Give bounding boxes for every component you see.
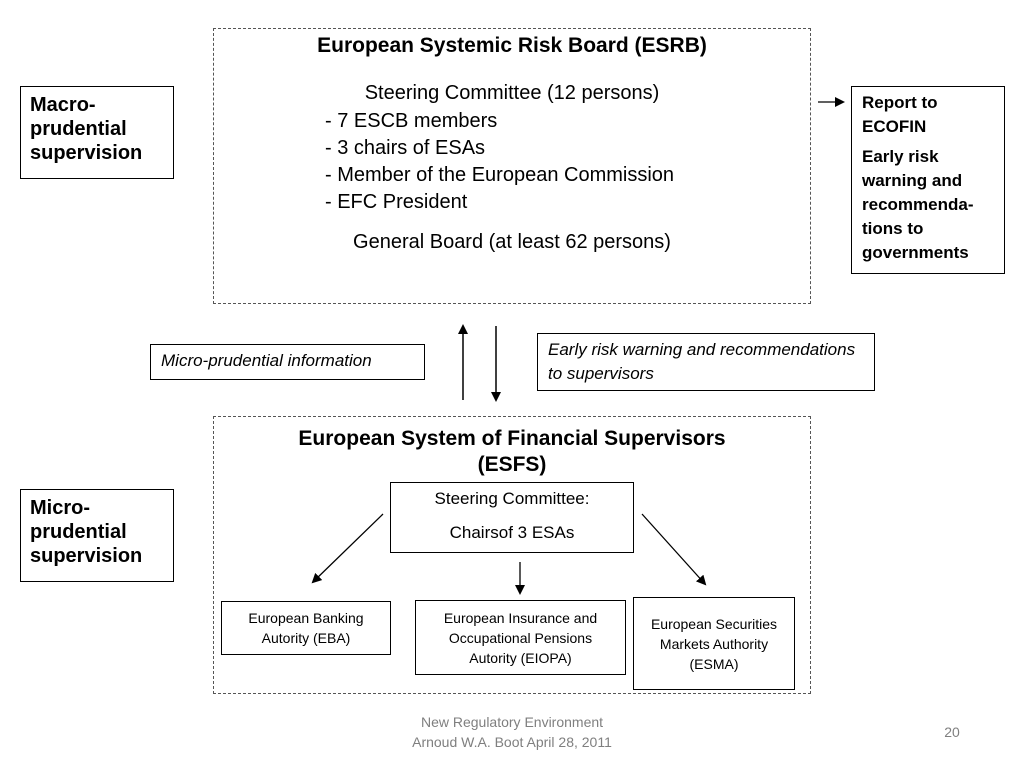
esrb-general-board: General Board (at least 62 persons) [353, 231, 671, 253]
footer-author-date: Arnoud W.A. Boot April 28, 2011 [412, 734, 612, 750]
member-item: - 3 chairs of ESAs [325, 137, 486, 159]
report-early-warning: Early risk warning and recommenda-tions … [862, 147, 974, 262]
esrb-box [213, 28, 811, 304]
arrow-to-eba [311, 513, 384, 584]
report-ecofin: Report to ECOFIN [862, 93, 938, 136]
micro-prudential-label: Micro- prudential supervision [20, 489, 174, 582]
micro-label-line: prudential [30, 521, 127, 543]
page-number: 20 [944, 724, 960, 740]
esfs-box [213, 416, 811, 694]
esrb-steering-title: Steering Committee (12 persons) [364, 82, 660, 104]
esfs-title-line: European System of Financial Supervisors [298, 427, 726, 450]
member-item: - EFC President [325, 191, 468, 213]
eba-box: European Banking Autority (EBA) [221, 601, 391, 655]
esfs-steering-chairs: Chairsof 3 ESAs [449, 523, 575, 542]
eiopa-box: European Insurance and Occupational Pens… [415, 600, 626, 675]
esrb-title: European Systemic Risk Board (ESRB) [317, 34, 707, 57]
eba-label: European Banking Autority (EBA) [248, 610, 364, 646]
macro-label-line: prudential [30, 118, 127, 140]
macro-label-line: Macro- [30, 94, 96, 116]
report-box: Report to ECOFIN Early risk warning and … [851, 86, 1005, 274]
arrow-to-esma [641, 513, 707, 586]
member-item: - 7 ESCB members [325, 110, 498, 132]
micro-label-line: supervision [30, 545, 143, 567]
esfs-steering-title: Steering Committee: [434, 489, 590, 508]
micro-label-line: Micro- [30, 497, 90, 519]
macro-prudential-label: Macro- prudential supervision [20, 86, 174, 179]
esrb-steering-members: - 7 ESCB members - 3 chairs of ESAs - Me… [325, 108, 674, 216]
early-warning-box: Early risk warning and recommendations t… [537, 333, 875, 391]
footer: New Regulatory Environment Arnoud W.A. B… [350, 712, 674, 752]
footer-title: New Regulatory Environment [420, 714, 604, 730]
esfs-title: European System of Financial Supervisors… [214, 424, 810, 484]
member-item: - Member of the European Commission [325, 164, 675, 186]
micro-prudential-info-box: Micro-prudential information [150, 344, 425, 380]
eiopa-label: European Insurance and Occupational Pens… [443, 609, 598, 666]
esfs-title-line: (ESFS) [477, 453, 547, 476]
esfs-steering-box: Steering Committee: Chairsof 3 ESAs [390, 482, 634, 553]
esma-box: European Securities Markets Authority (E… [633, 597, 795, 690]
macro-label-line: supervision [30, 142, 143, 164]
esma-label: European Securities Markets Authority (E… [650, 615, 778, 672]
